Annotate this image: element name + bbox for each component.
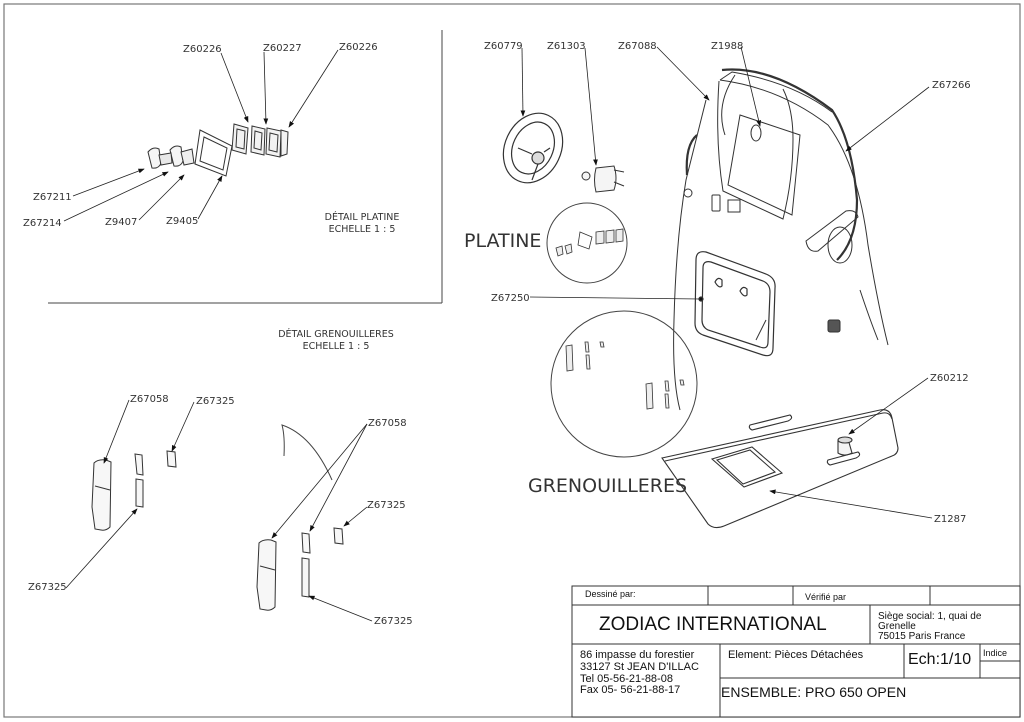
part-z67325-plate-right-a bbox=[301, 532, 311, 554]
tel-number: Tel 05-56-21-88-08 bbox=[580, 673, 673, 685]
part-z67325-plate-right-b bbox=[301, 557, 310, 598]
part-z67325-plate-left-b bbox=[135, 478, 144, 508]
drawn-by-label: Dessiné par: bbox=[585, 589, 636, 599]
label-z1988: Z1988 bbox=[711, 41, 743, 52]
company-name: ZODIAC INTERNATIONAL bbox=[599, 614, 827, 635]
label-z60227: Z60227 bbox=[263, 43, 302, 54]
label-z67088: Z67088 bbox=[618, 41, 657, 52]
main-assembly-view: PLATINE bbox=[464, 41, 971, 529]
label-z67211: Z67211 bbox=[33, 192, 72, 203]
platine-callout-circle bbox=[546, 202, 628, 284]
label-z9405: Z9405 bbox=[166, 216, 198, 227]
label-z60212: Z60212 bbox=[930, 373, 969, 384]
address-line2: 33127 St JEAN D'ILLAC bbox=[580, 661, 699, 673]
detail-grenouilleres-title: DÉTAIL GRENOUILLERES bbox=[278, 328, 394, 340]
label-z9407: Z9407 bbox=[105, 217, 137, 228]
label-z67325-right-top: Z67325 bbox=[367, 500, 406, 511]
label-z67214: Z67214 bbox=[23, 218, 62, 229]
label-z67266: Z67266 bbox=[932, 80, 971, 91]
checked-by-label: Vérifié par bbox=[805, 592, 846, 602]
sheet-border bbox=[3, 3, 1021, 718]
label-z1287: Z1287 bbox=[934, 514, 966, 525]
drawing-scale: Ech:1/10 bbox=[908, 651, 971, 668]
detail-platine-scale: ECHELLE 1 : 5 bbox=[329, 224, 396, 235]
part-z67211-knob bbox=[147, 145, 195, 169]
label-z61303: Z61303 bbox=[547, 41, 586, 52]
part-z1287-floor-plate bbox=[661, 409, 899, 529]
part-z67250-hatch bbox=[694, 251, 776, 357]
part-z60226-switches bbox=[231, 123, 289, 158]
part-z67058-cleat-right bbox=[256, 539, 277, 611]
label-z67325-right-bottom: Z67325 bbox=[374, 616, 413, 627]
hq-address-line2: Grenelle bbox=[878, 621, 916, 632]
label-z67325-left-bottom: Z67325 bbox=[28, 582, 67, 593]
detail-grenouilleres-view: DÉTAIL GRENOUILLERES ECHELLE 1 : 5 Z6705… bbox=[28, 328, 413, 627]
part-z9405-plate bbox=[194, 129, 233, 177]
hull-arc-reference bbox=[281, 424, 333, 481]
hq-address-line1: Siège social: 1, quai de bbox=[878, 611, 982, 622]
fax-number: Fax 05- 56-21-88-17 bbox=[580, 684, 680, 696]
part-z61303-component bbox=[581, 165, 625, 193]
title-block bbox=[571, 585, 1021, 718]
part-z67088-console bbox=[673, 68, 889, 411]
label-z67325-left-top: Z67325 bbox=[196, 396, 235, 407]
callout-grenouilleres-label: GRENOUILLERES bbox=[528, 475, 687, 497]
label-z67058-right: Z67058 bbox=[368, 418, 407, 429]
label-z67250: Z67250 bbox=[491, 293, 530, 304]
label-z67058-left: Z67058 bbox=[130, 394, 169, 405]
grenouilleres-callout-circle bbox=[550, 310, 698, 458]
assembly-name: ENSEMBLE: PRO 650 OPEN bbox=[721, 684, 906, 700]
part-z67058-cleat-left bbox=[91, 459, 112, 531]
label-z60226-b: Z60226 bbox=[339, 42, 378, 53]
callout-platine-label: PLATINE bbox=[464, 230, 541, 252]
label-z60226-a: Z60226 bbox=[183, 44, 222, 55]
revision-index-label: Indice bbox=[983, 648, 1007, 658]
element-description: Element: Pièces Détachées bbox=[728, 649, 864, 661]
part-z60779-steering-wheel bbox=[502, 112, 564, 184]
hq-address-line3: 75015 Paris France bbox=[878, 631, 966, 642]
address-line1: 86 impasse du forestier bbox=[580, 649, 695, 661]
part-z67325-plate-left-a bbox=[134, 453, 144, 476]
part-z67325-plate-right-c bbox=[333, 527, 344, 545]
detail-platine-view: Z60226 Z60227 Z60226 Z67211 Z67214 Z9407… bbox=[23, 42, 399, 235]
part-z67325-plate-left-c bbox=[166, 450, 177, 468]
detail-grenouilleres-scale: ECHELLE 1 : 5 bbox=[303, 341, 370, 352]
detail-platine-title: DÉTAIL PLATINE bbox=[325, 211, 400, 223]
label-z60779: Z60779 bbox=[484, 41, 523, 52]
